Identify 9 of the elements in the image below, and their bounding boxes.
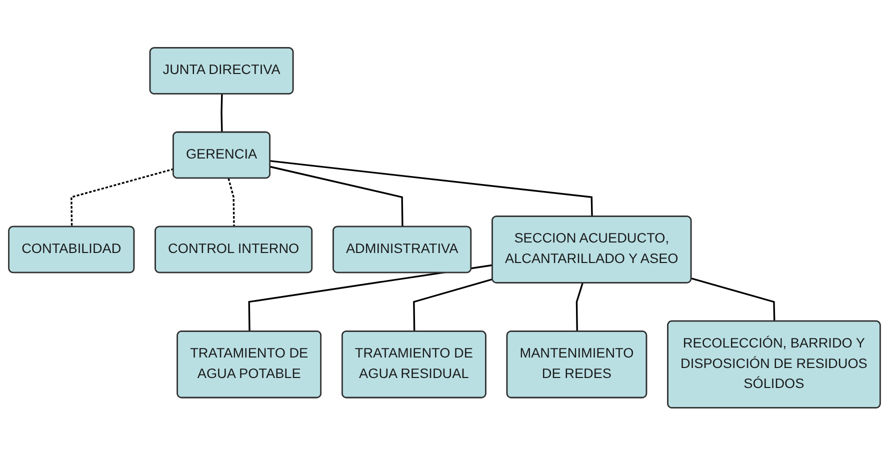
connector: [70, 168, 174, 227]
connector: [270, 166, 404, 227]
connector: [691, 277, 776, 322]
connector: [228, 178, 235, 227]
connector: [413, 278, 493, 332]
connector: [576, 282, 584, 332]
connector: [270, 160, 593, 216]
connector: [220, 94, 223, 132]
connector: [248, 264, 493, 332]
